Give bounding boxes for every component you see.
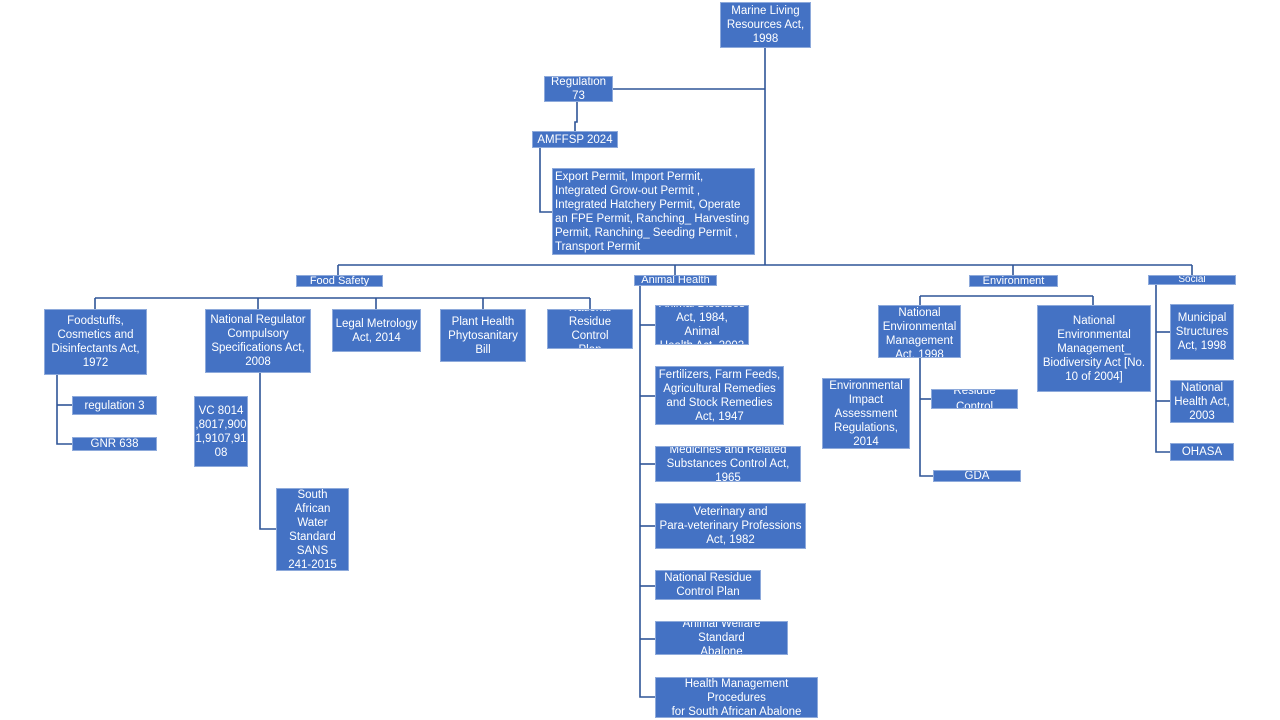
category-food-safety: Food Safety (296, 275, 383, 287)
food-safety-residue-control-plan-node: National Residue Control Plan (547, 309, 633, 349)
amffsp-2024-node: AMFFSP 2024 (532, 131, 618, 148)
regulation-73-node: Regulation 73 (544, 76, 613, 102)
legal-metrology-act-node: Legal Metrology Act, 2014 (332, 309, 421, 352)
foodstuffs-cosmetics-disinfectants-act-node: Foodstuffs, Cosmetics and Disinfectants … (44, 309, 147, 375)
biodiversity-act-node: National Environmental Management_ Biodi… (1037, 305, 1151, 392)
environment-residue-control-plan-node: National Residue Control Plan (931, 389, 1018, 409)
vc-standards-node: VC 8014 ,8017,900 1,9107,91 08 (194, 396, 248, 467)
ohasa-node: OHASA (1170, 443, 1234, 461)
fertilizers-farm-feeds-act-node: Fertilizers, Farm Feeds, Agricultural Re… (655, 366, 784, 425)
national-environmental-management-act-node: National Environmental Management Act, 1… (878, 305, 961, 358)
health-management-procedures-node: Health Management Procedures for South A… (655, 677, 818, 718)
permits-node: Export Permit, Import Permit, Integrated… (552, 168, 755, 255)
municipal-structures-act-node: Municipal Structures Act, 1998 (1170, 304, 1234, 360)
marine-living-resources-act-node: Marine Living Resources Act, 1998 (720, 2, 811, 48)
animal-welfare-standard-abalone-node: Animal Welfare Standard Abalone (655, 621, 788, 655)
national-health-act-node: National Health Act, 2003 (1170, 380, 1234, 423)
category-environment: Environment (969, 275, 1058, 287)
medicines-related-substances-act-node: Medicines and Related Substances Control… (655, 446, 801, 482)
regulation-3-node: regulation 3 (72, 396, 157, 415)
gda-node: GDA (933, 470, 1021, 482)
south-african-water-standard-node: South African Water Standard SANS 241-20… (276, 488, 349, 571)
national-regulator-compulsory-specifications-act-node: National Regulator Compulsory Specificat… (205, 309, 311, 373)
category-social: Social (1148, 275, 1236, 285)
veterinary-para-veterinary-professions-act-node: Veterinary and Para-veterinary Professio… (655, 503, 806, 549)
animal-diseases-act-node: Animal Diseases Act, 1984, Animal Health… (655, 305, 749, 345)
category-animal-health: Animal Health (634, 275, 717, 286)
gnr-638-node: GNR 638 (72, 437, 157, 451)
animal-health-residue-control-plan-node: National Residue Control Plan (655, 570, 761, 600)
environmental-impact-assessment-regulations-node: Environmental Impact Assessment Regulati… (822, 378, 910, 449)
plant-health-phytosanitary-bill-node: Plant Health Phytosanitary Bill (440, 309, 526, 362)
